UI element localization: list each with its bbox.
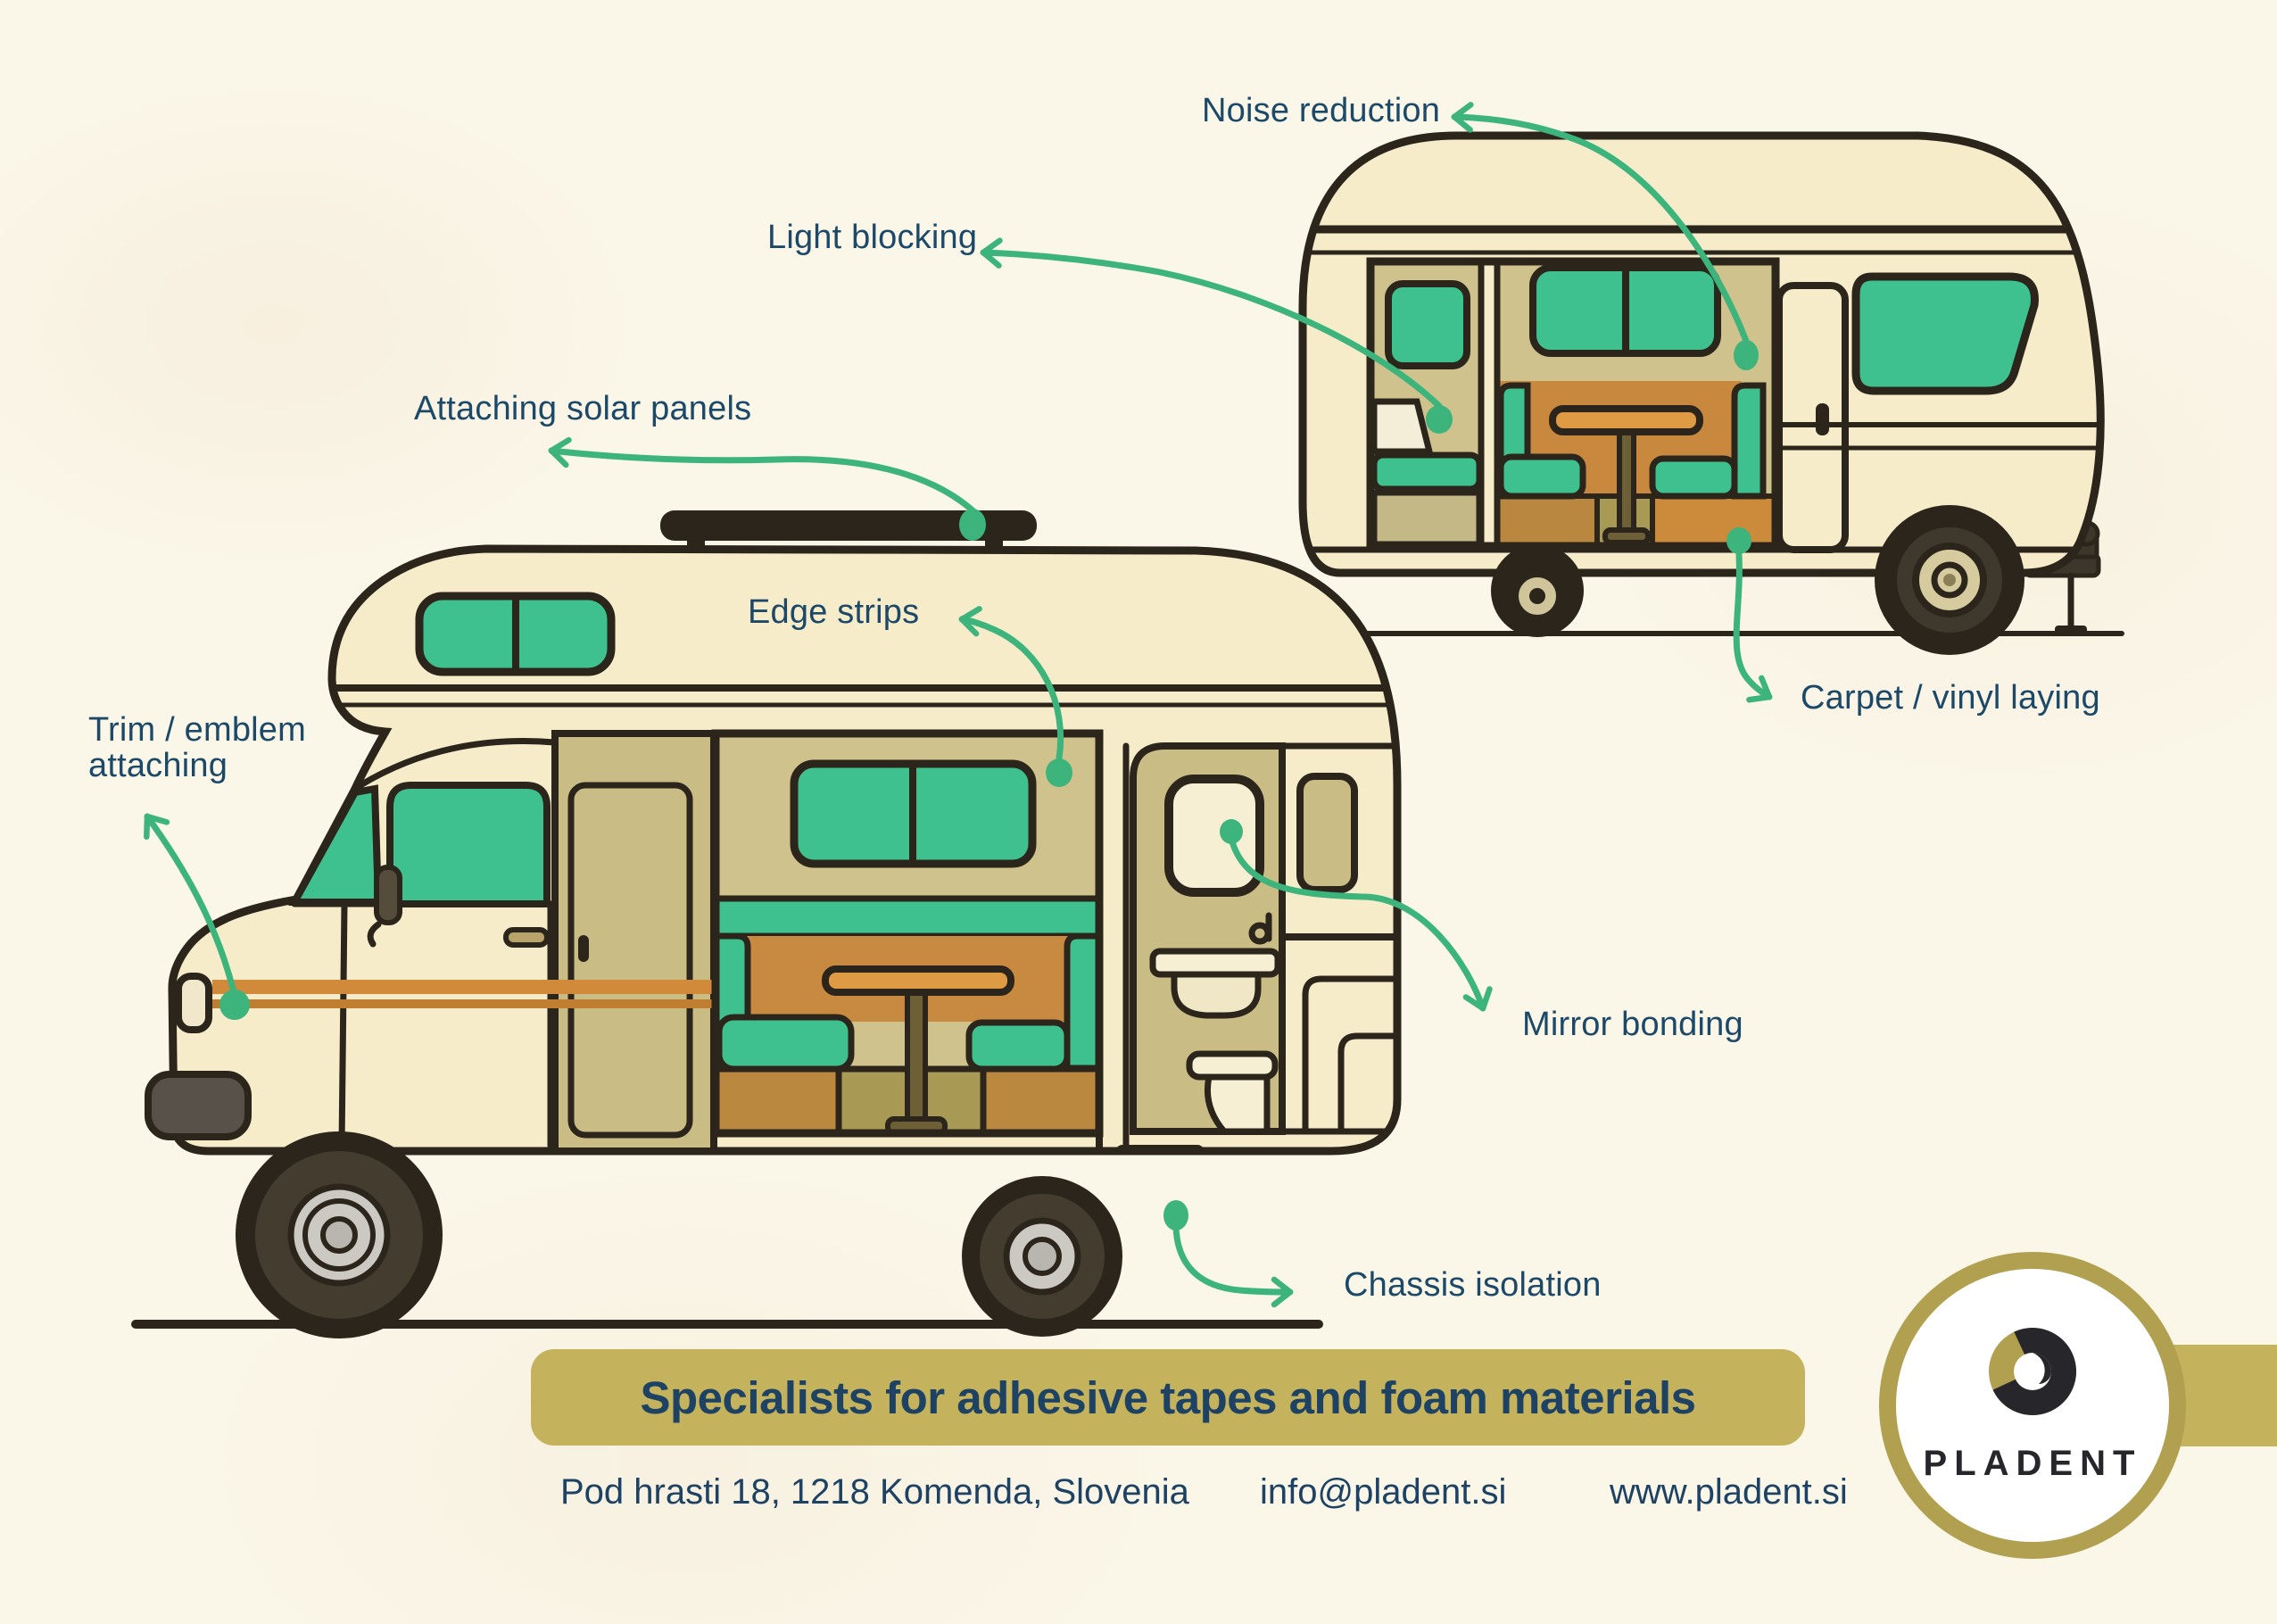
caravan-seat-cushion bbox=[1370, 452, 1483, 493]
callout-arrow-curve bbox=[1172, 1224, 1294, 1308]
callout-arrow-curve bbox=[1228, 835, 1493, 1012]
motorhome-rear-wheel bbox=[962, 1176, 1122, 1337]
windshield bbox=[288, 784, 383, 906]
caravan-door-handle bbox=[1816, 403, 1829, 435]
bench-backrest bbox=[712, 895, 1103, 940]
habitation-door-handle bbox=[578, 935, 589, 962]
body-stripe bbox=[212, 980, 716, 994]
motorhome-interior-cutaway bbox=[711, 729, 1104, 1138]
callout-light-blocking bbox=[980, 237, 1453, 434]
callout-mirror-bonding bbox=[1220, 819, 1493, 1012]
caravan-rear-window bbox=[1851, 272, 2039, 395]
dinette-seat bbox=[716, 1014, 855, 1073]
label-solar-panels: Attaching solar panels bbox=[414, 390, 752, 427]
label-trim-emblem: Trim / emblem attaching bbox=[88, 712, 306, 783]
sink-icon bbox=[1149, 948, 1281, 1019]
rear-storage-section bbox=[1279, 742, 1397, 1135]
toilet-icon bbox=[1186, 1050, 1279, 1135]
caravan-small-window bbox=[1385, 280, 1470, 369]
caravan-front-wheel bbox=[1491, 544, 1584, 637]
footer-banner: Specialists for adhesive tapes and foam … bbox=[531, 1349, 1805, 1446]
habitation-door bbox=[551, 730, 717, 1151]
footer-gold-block bbox=[2170, 1345, 2277, 1446]
label-noise-reduction: Noise reduction bbox=[1202, 92, 1441, 129]
callout-arrow-curve bbox=[1733, 551, 1773, 703]
contact-website[interactable]: www.pladent.si bbox=[1610, 1472, 1848, 1512]
caravan-interior-cutaway bbox=[1366, 257, 1780, 551]
callout-carpet-vinyl bbox=[1726, 527, 1773, 703]
banner-headline: Specialists for adhesive tapes and foam … bbox=[640, 1372, 1697, 1423]
callout-chassis-isolation bbox=[1163, 1200, 1294, 1308]
caravan-seat-back bbox=[1370, 398, 1434, 455]
callout-trim-emblem bbox=[144, 813, 250, 1020]
motorhome-table bbox=[822, 965, 1014, 1136]
callout-arrow-curve bbox=[1451, 102, 1750, 344]
caravan-drawer bbox=[1370, 489, 1483, 548]
callout-arrow-curve bbox=[548, 436, 976, 514]
contact-email[interactable]: info@pladent.si bbox=[1260, 1472, 1507, 1512]
motorhome-illustration bbox=[131, 510, 1402, 1338]
caravan-table bbox=[1549, 405, 1703, 545]
label-light-blocking: Light blocking bbox=[767, 219, 978, 256]
callout-dot bbox=[219, 990, 250, 1020]
bathroom-section bbox=[1130, 742, 1286, 1135]
towel-hook-icon bbox=[1248, 912, 1272, 945]
side-mirror-icon bbox=[367, 865, 402, 948]
callout-dot bbox=[1426, 405, 1453, 434]
cab-side-window bbox=[386, 782, 551, 907]
logo-brand-text: PLADENT bbox=[1923, 1444, 2142, 1483]
cab-roof-line bbox=[357, 738, 559, 789]
callout-solar-panels bbox=[548, 436, 986, 541]
contact-address: Pod hrasti 18, 1218 Komenda, Slovenia bbox=[560, 1472, 1189, 1512]
caravan-seatback-right bbox=[1731, 382, 1767, 500]
motorhome-front-wheel bbox=[236, 1131, 443, 1338]
caravan-details bbox=[1303, 225, 2101, 553]
cab-door-front-seam bbox=[338, 900, 348, 1149]
caravan-floor-carpet bbox=[1650, 493, 1778, 549]
caravan-divider bbox=[1478, 258, 1501, 550]
front-bumper bbox=[145, 1071, 252, 1140]
callout-dot bbox=[1220, 819, 1243, 844]
label-trim-emblem-line1: Trim / emblem bbox=[88, 711, 306, 749]
callout-arrows bbox=[144, 102, 1773, 1308]
callout-edge-strips bbox=[958, 606, 1072, 787]
label-trim-emblem-line2: attaching bbox=[88, 747, 228, 784]
company-logo: PLADENT bbox=[1879, 1252, 2186, 1559]
callout-arrow-curve bbox=[144, 813, 237, 996]
label-chassis-isolation: Chassis isolation bbox=[1344, 1266, 1602, 1304]
label-carpet-vinyl: Carpet / vinyl laying bbox=[1801, 679, 2100, 717]
callout-arrow-curve bbox=[958, 606, 1064, 762]
headlight bbox=[175, 973, 212, 1033]
logo-swirl-icon bbox=[1989, 1328, 2076, 1415]
bathroom-mirror bbox=[1164, 775, 1264, 897]
callout-noise-reduction bbox=[1451, 102, 1759, 370]
callout-arrow-curve bbox=[980, 237, 1443, 410]
callout-dot bbox=[1726, 527, 1751, 554]
caravan-main-wheel bbox=[1875, 505, 2024, 655]
label-edge-strips: Edge strips bbox=[748, 593, 920, 631]
motorhome-details bbox=[175, 592, 1397, 1151]
callout-dot bbox=[1046, 758, 1072, 787]
dinette-seat bbox=[965, 1019, 1071, 1073]
callout-dot bbox=[1163, 1200, 1188, 1230]
storage-vent bbox=[1296, 773, 1358, 893]
caravan-illustration bbox=[1298, 131, 2124, 655]
caravan-door bbox=[1776, 282, 1849, 553]
callout-dot bbox=[1734, 340, 1759, 370]
callout-dot bbox=[959, 509, 986, 541]
cab-door-handle bbox=[503, 927, 550, 948]
label-mirror-bonding: Mirror bonding bbox=[1522, 1006, 1743, 1043]
